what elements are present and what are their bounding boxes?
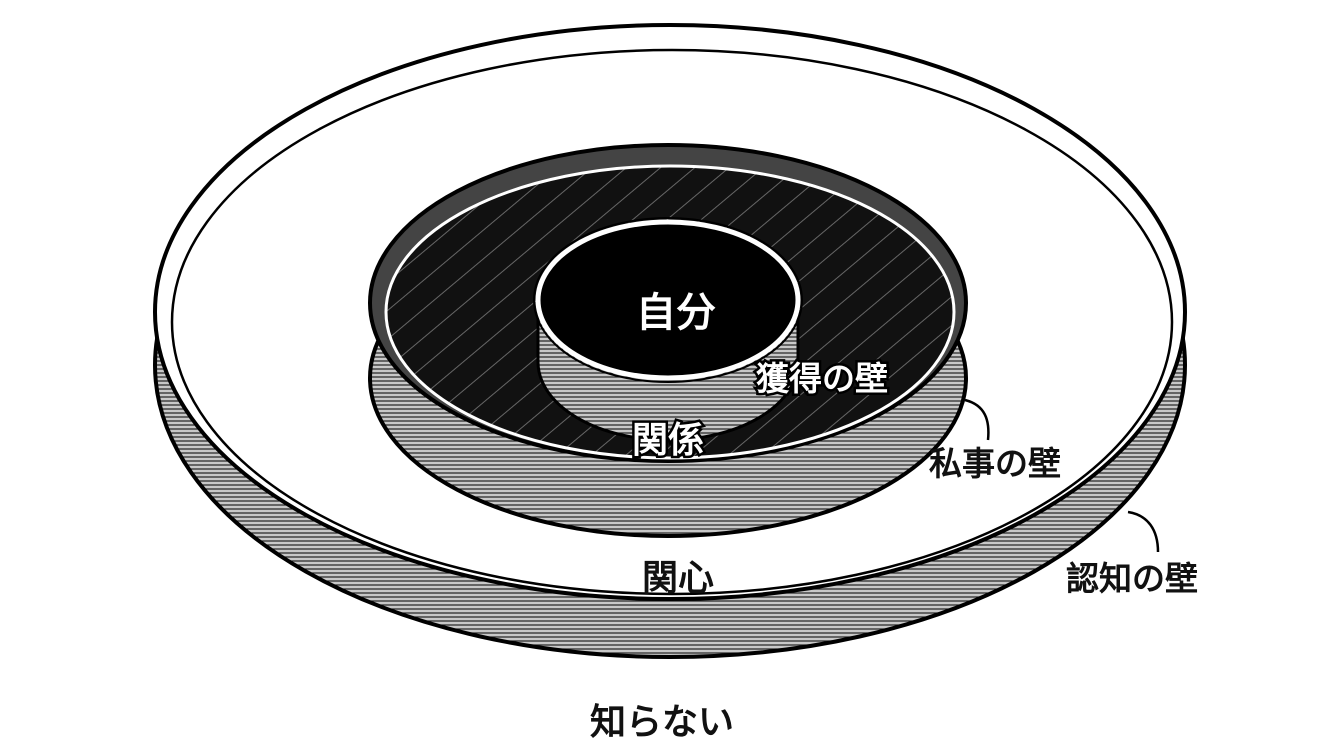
label-interest: 関心 [642,558,714,599]
cognition-wall-leader [1127,510,1160,553]
label-relationship: 関係 [632,420,704,461]
label-acquisition-wall: 獲得の壁 [756,359,888,398]
middle-ring [368,143,968,538]
label-private-wall: 私事の壁 [929,444,1061,483]
label-cognition-wall: 認知の壁 [1066,559,1198,598]
label-unknown: 知らない [590,702,734,743]
private-wall-leader [964,398,990,441]
inner-cylinder [533,217,803,442]
label-self: 自分 [636,290,716,336]
